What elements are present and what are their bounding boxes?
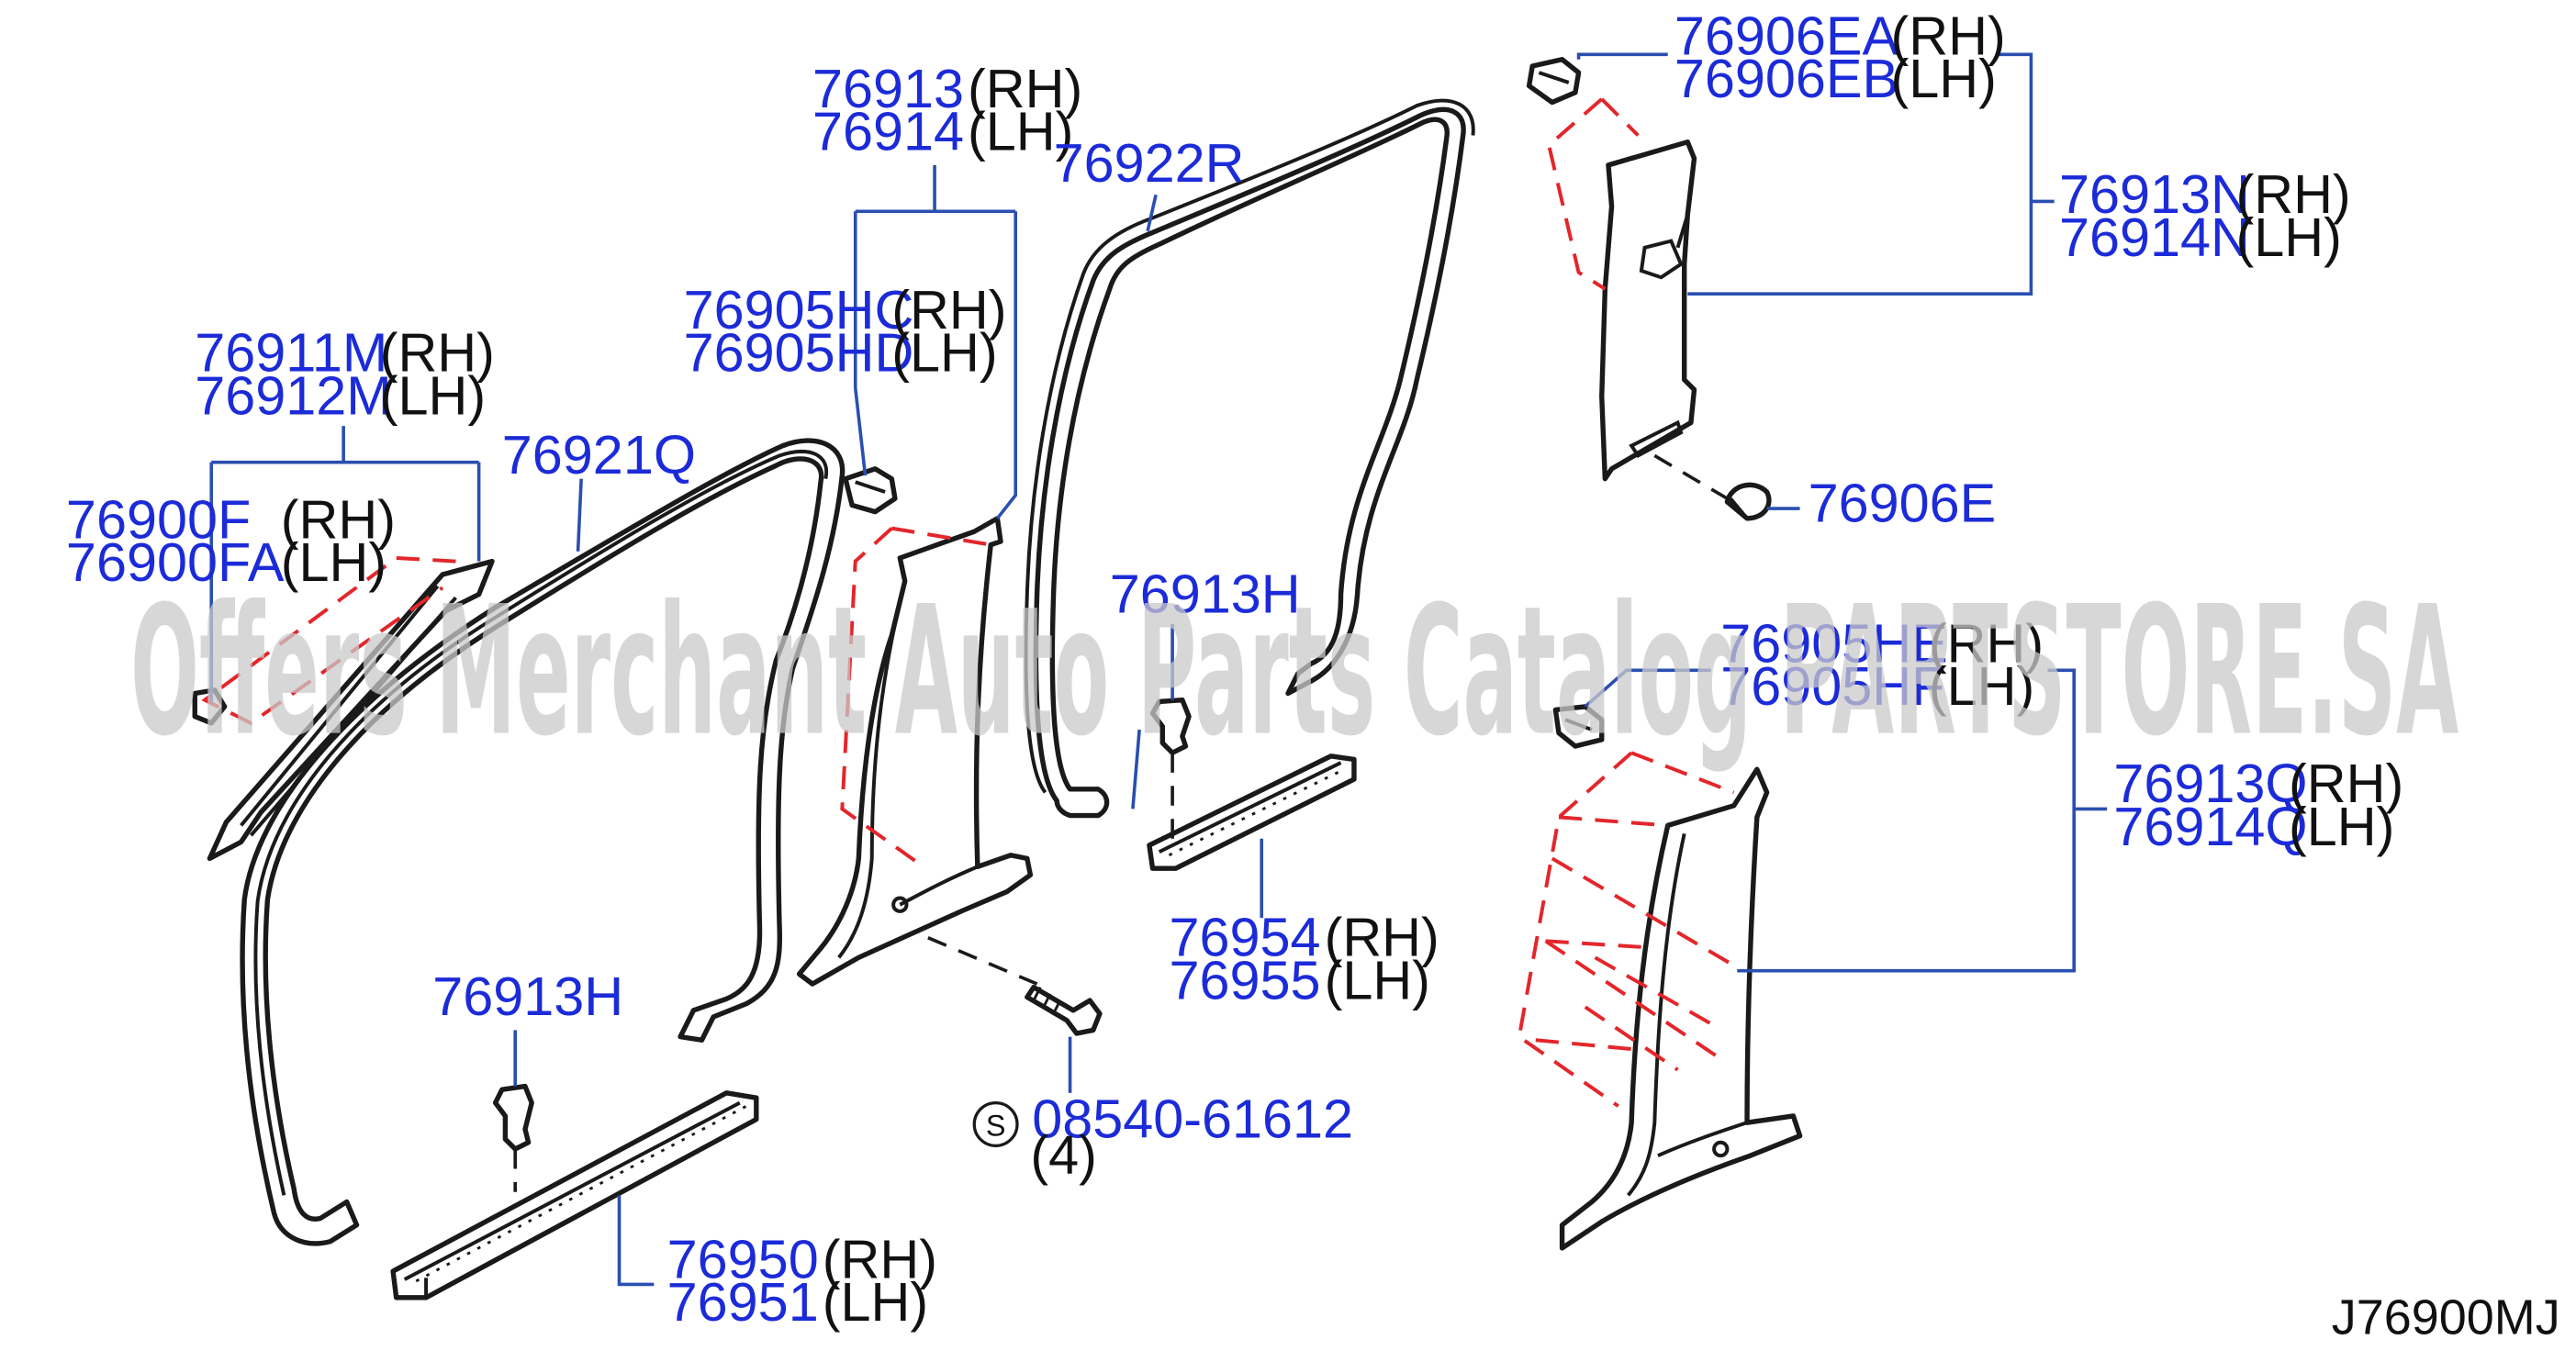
part-number-76906EA[interactable]: 76906EA [1674,5,1899,66]
part-number-76913H-upper[interactable]: 76913H [1110,563,1301,624]
quantity-08540-61612: (4) [1030,1124,1097,1186]
callouts: 76911M (RH) 76912M (LH) 76900F (RH) 7690… [66,5,2560,1345]
part-number-76900F[interactable]: 76900F [66,488,251,550]
part-number-76921Q[interactable]: 76921Q [502,424,696,486]
side-76905HD: (LH) [891,322,997,384]
side-76905HC: (RH) [891,279,1006,340]
part-number-76913[interactable]: 76913 [812,58,964,119]
diagram-code: J76900MJ [2332,1289,2560,1345]
part-number-76954[interactable]: 76954 [1169,906,1320,967]
side-76900F: (RH) [281,488,396,550]
clip-icon [1149,697,1192,755]
side-76905HE: (RH) [1929,612,2044,674]
part-number-76900FA[interactable]: 76900FA [66,531,285,593]
side-76913N: (RH) [2235,163,2350,225]
side-76951: (LH) [823,1271,928,1333]
side-76914Q: (LH) [2289,796,2394,857]
side-76950: (RH) [823,1228,937,1289]
side-76905HF: (LH) [1929,655,2034,717]
front-door-weatherstrip [240,438,846,1246]
clip-icon [492,1083,534,1152]
part-number-76913Q[interactable]: 76913Q [2113,753,2307,814]
part-number-76955[interactable]: 76955 [1169,949,1320,1010]
part-number-76914N[interactable]: 76914N [2059,207,2250,268]
part-number-76922R[interactable]: 76922R [1054,132,1245,194]
assembly-guides [201,97,1739,1192]
part-number-76950[interactable]: 76950 [667,1228,819,1289]
part-number-76905HF[interactable]: 76905HF [1720,655,1944,717]
part-number-76906EB[interactable]: 76906EB [1674,48,1898,109]
part-number-76914Q[interactable]: 76914Q [2113,796,2307,857]
part-number-76914[interactable]: 76914 [812,101,964,162]
side-76900FA: (LH) [281,531,386,593]
side-76913Q: (RH) [2289,753,2403,814]
center-pillar-lower-garnish [796,516,1034,987]
side-76955: (LH) [1325,949,1430,1010]
leader-lines [209,52,2108,1287]
rear-door-weatherstrip [1024,98,1475,819]
part-number-76911M[interactable]: 76911M [195,322,387,384]
part-number-76951[interactable]: 76951 [667,1271,819,1333]
front-kicking-plate [390,1090,759,1301]
part-number-76912M[interactable]: 76912M [195,364,391,426]
part-number-76905HD[interactable]: 76905HD [684,322,914,384]
part-number-76905HC[interactable]: 76905HC [684,279,914,340]
side-76914: (LH) [968,101,1073,162]
screw-icon [1025,984,1103,1036]
side-76914N: (LH) [2235,207,2341,268]
rear-kicking-plate [1147,754,1357,871]
side-76906EA: (RH) [1891,5,2006,66]
clip-icon [843,466,898,515]
part-number-76913N[interactable]: 76913N [2059,163,2250,225]
screw-symbol: S [986,1110,1006,1143]
side-76913: (RH) [968,58,1082,119]
push-clip-icon [1724,482,1772,521]
side-76911M: (RH) [380,322,495,384]
part-drawings [192,57,1803,1301]
rear-pillar-upper-garnish [1599,139,1697,482]
part-number-76905HE[interactable]: 76905HE [1720,612,1947,674]
clip-icon [1526,57,1582,106]
part-number-76913H-lower[interactable]: 76913H [432,966,623,1027]
side-76954: (RH) [1325,906,1439,967]
screw-symbol-circle [972,1100,1019,1147]
part-number-76906E[interactable]: 76906E [1809,472,1997,533]
rear-pillar-lower-garnish [1559,766,1803,1251]
part-number-08540-61612[interactable]: 08540-61612 [1032,1088,1353,1149]
side-76906EB: (LH) [1891,48,1997,109]
watermark: Offers Merchant Auto Parts Catalog PARTS… [130,568,2458,776]
side-76912M: (LH) [380,364,486,426]
